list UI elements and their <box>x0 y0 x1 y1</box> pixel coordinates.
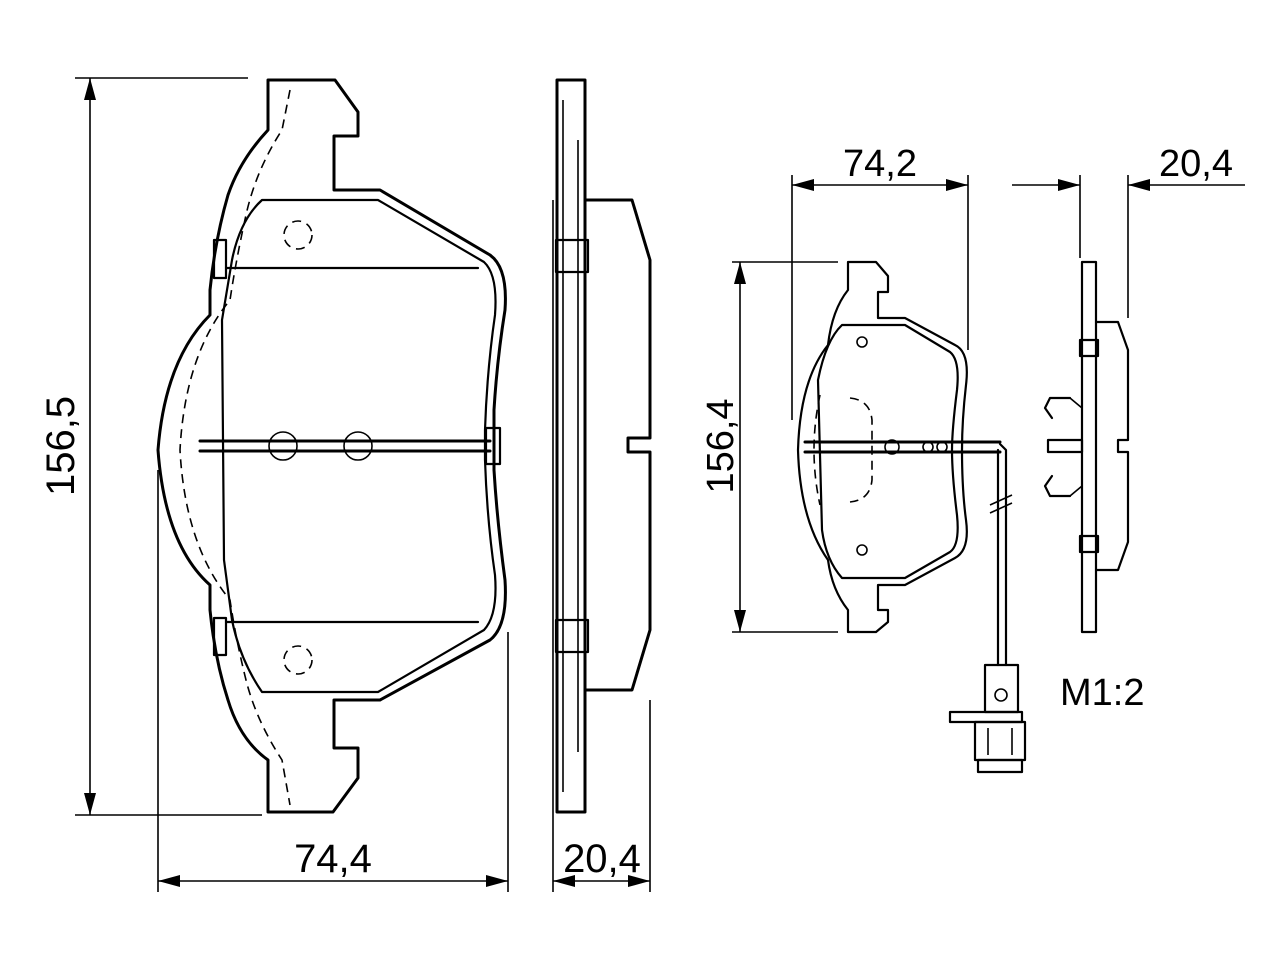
large-pad-hidden-contour <box>179 89 291 806</box>
small-thickness-label: 20,4 <box>1159 143 1233 185</box>
small-pad-backing-plate <box>796 260 968 634</box>
large-pad-backing-plate <box>156 78 507 814</box>
small-pad-side-view <box>1043 260 1130 634</box>
large-pad-front-view <box>156 78 507 814</box>
large-thickness-label: 20,4 <box>563 837 641 881</box>
large-pad-hole-top <box>283 220 313 250</box>
small-pad-front-view <box>796 260 1027 774</box>
scale-note: M1:2 <box>1060 672 1144 714</box>
small-height-label: 156,4 <box>700 398 742 493</box>
large-side-friction <box>583 198 652 692</box>
large-width-dimension: 74,4 <box>157 470 509 892</box>
large-side-backing <box>555 78 587 814</box>
large-pad-hole-bottom <box>283 645 313 675</box>
wear-sensor-connector <box>948 663 1027 774</box>
small-thickness-dimension: 20,4 <box>1012 143 1245 318</box>
large-width-label: 74,4 <box>294 837 372 881</box>
large-height-label: 156,5 <box>39 396 83 496</box>
large-pad-friction-material <box>220 198 497 694</box>
large-height-dimension: 156,5 <box>39 77 262 816</box>
small-pad-friction-material <box>816 323 959 580</box>
wear-sensor-wire <box>996 442 1008 667</box>
large-pad-hole-mid-left <box>268 431 298 461</box>
large-pad-side-view <box>552 78 652 814</box>
large-thickness-dimension: 20,4 <box>552 690 651 892</box>
small-height-dimension: 156,4 <box>700 261 838 633</box>
small-width-dimension: 74,2 <box>791 143 969 420</box>
large-pad-hole-mid-right <box>343 431 373 461</box>
small-width-label: 74,2 <box>843 143 917 185</box>
